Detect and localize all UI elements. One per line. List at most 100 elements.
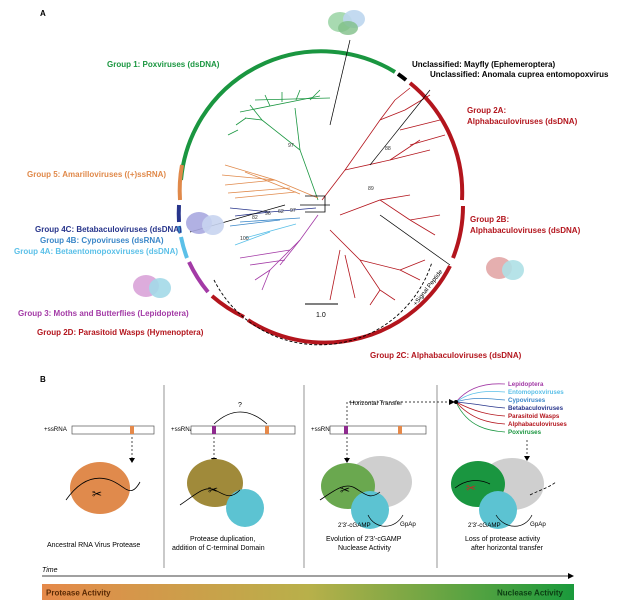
cgamp-curve bbox=[367, 514, 404, 527]
tree-group5 bbox=[221, 164, 319, 199]
signal-peptide-label: +Signal Peptide bbox=[412, 268, 445, 307]
legend-entomopoxviruses: Entomopoxviruses bbox=[508, 389, 564, 396]
arc-group1 bbox=[179, 49, 397, 181]
protein-structure-icon bbox=[186, 212, 224, 235]
caption-col2b: addition of C-terminal Domain bbox=[172, 545, 265, 552]
arrow-head bbox=[524, 456, 530, 461]
cgamp-label: 2'3'-cGAMP bbox=[468, 522, 501, 529]
tree-group2 bbox=[321, 87, 446, 306]
tree-group4b bbox=[229, 217, 301, 227]
caption-col1: Ancestral RNA Virus Protease bbox=[47, 542, 140, 549]
bootstrap-value: 97 bbox=[288, 143, 294, 149]
nuclease-domain bbox=[479, 491, 517, 529]
protein-structure-icon bbox=[486, 257, 524, 280]
tree-root bbox=[300, 195, 330, 213]
arrow-head bbox=[568, 573, 574, 579]
ssrna-label: +ssRNA bbox=[44, 426, 68, 433]
bootstrap-value: 89 bbox=[368, 186, 374, 192]
phylo-tree bbox=[221, 87, 446, 306]
label-group2c: Group 2C: Alphabaculoviruses (dsDNA) bbox=[370, 351, 522, 360]
genome-bar bbox=[71, 425, 155, 435]
rna-strand bbox=[454, 480, 491, 489]
bootstrap-value: 100 bbox=[240, 236, 249, 242]
protease-domain bbox=[130, 426, 134, 434]
gpap-label: GpAp bbox=[530, 521, 546, 528]
tree-group4a bbox=[234, 223, 297, 246]
label-group1: Group 1: Poxviruses (dsDNA) bbox=[107, 60, 220, 69]
label-group5: Group 5: Amarilloviruses ((+)ssRNA) bbox=[27, 170, 166, 179]
activity-gradient-bar bbox=[42, 584, 574, 600]
cgamp-curve bbox=[495, 514, 533, 527]
scissors-icon: ✂ bbox=[208, 483, 218, 497]
label-group4c: Group 4C: Betabaculoviruses (dsDNA) bbox=[35, 225, 182, 234]
scale-bar-label: 1.0 bbox=[316, 312, 326, 319]
time-label: Time bbox=[42, 567, 58, 574]
ssrna-label: +ssRNA bbox=[171, 426, 195, 433]
bootstrap-value: 96 bbox=[265, 211, 271, 217]
cgamp-label: 2'3'-cGAMP bbox=[338, 522, 371, 529]
label-unclassified-mayfly: Unclassified: Mayfly (Ephemeroptera) bbox=[412, 60, 555, 69]
protein-structure-icon bbox=[133, 275, 171, 298]
c-terminal-domain bbox=[226, 489, 264, 527]
scissors-icon: ✂ bbox=[466, 481, 476, 495]
duplicated-domain bbox=[344, 426, 348, 434]
ssrna-label: +ssRNA bbox=[311, 426, 335, 433]
protease-activity-label: Protease Activity bbox=[46, 589, 111, 598]
leader-lines bbox=[189, 39, 451, 266]
panel-a-label: A bbox=[40, 9, 46, 18]
caption-col3: Evolution of 2'3'-cGAMP bbox=[326, 536, 402, 543]
arc-group4b bbox=[177, 225, 182, 234]
arc-unclassified bbox=[396, 72, 408, 82]
legend-betabaculoviruses: Betabaculoviruses bbox=[508, 405, 564, 412]
protease-domain-blob bbox=[70, 462, 130, 514]
question-mark: ? bbox=[238, 402, 242, 409]
label-unclassified-anomala: Unclassified: Anomala cuprea entomopoxvi… bbox=[430, 70, 609, 79]
rna-strand bbox=[179, 488, 241, 506]
gpap-label: GpAp bbox=[400, 521, 416, 528]
scissors-icon: ✂ bbox=[340, 483, 350, 497]
arc-group3 bbox=[187, 261, 210, 294]
caption-col3b: Nuclease Activity bbox=[338, 545, 391, 552]
label-group3: Group 3: Moths and Butterflies (Lepidopt… bbox=[18, 309, 189, 318]
scissors-icon: ✂ bbox=[92, 487, 102, 501]
legend-cypoviruses: Cypoviruses bbox=[508, 397, 546, 404]
rna-strand bbox=[319, 485, 381, 501]
transfer-node bbox=[454, 400, 458, 404]
label-group2a: Group 2A: bbox=[467, 106, 506, 115]
nuclease-domain bbox=[351, 491, 389, 529]
panel-b-label: B bbox=[40, 375, 46, 384]
arc-group5 bbox=[177, 164, 184, 201]
label-group2b-sub: Alphabaculoviruses (dsDNA) bbox=[470, 226, 581, 235]
protease-domain bbox=[398, 426, 402, 434]
tree-group4c bbox=[229, 207, 317, 217]
legend-lepidoptera: Lepidoptera bbox=[508, 381, 544, 388]
arc-group2c bbox=[246, 265, 452, 345]
protein-structure-icon bbox=[328, 10, 365, 35]
arc-group2a bbox=[408, 81, 465, 201]
signal-peptide-arc bbox=[213, 261, 433, 346]
caption-col4: Loss of protease activity bbox=[465, 536, 541, 543]
lineage-fan bbox=[455, 383, 506, 433]
legend-parasitoid-wasps: Parasitoid Wasps bbox=[508, 413, 560, 420]
legend-alphabaculoviruses: Alphabaculoviruses bbox=[508, 421, 567, 428]
arc-group2b bbox=[451, 205, 465, 259]
protease-domain bbox=[265, 426, 269, 434]
label-group2a-sub: Alphabaculoviruses (dsDNA) bbox=[467, 117, 578, 126]
arrow-head bbox=[449, 399, 455, 405]
legend-poxviruses: Poxviruses bbox=[508, 429, 542, 436]
bootstrap-value: 97 bbox=[290, 208, 296, 214]
rna-strand bbox=[529, 481, 557, 496]
label-group2d: Group 2D: Parasitoid Wasps (Hymenoptera) bbox=[37, 328, 204, 337]
horizontal-transfer-label: Horizontal Transfer bbox=[350, 400, 402, 407]
rna-strand bbox=[65, 477, 141, 501]
genome-bar bbox=[329, 425, 427, 435]
duplicated-domain bbox=[212, 426, 216, 434]
tree-group3 bbox=[239, 214, 319, 291]
bootstrap-value: 82 bbox=[252, 215, 258, 221]
nuclease-activity-label: Nuclease Activity bbox=[497, 589, 564, 598]
arrow-head bbox=[129, 458, 135, 463]
label-group2b: Group 2B: bbox=[470, 215, 509, 224]
caption-col4b: after horizontal transfer bbox=[471, 545, 544, 552]
genome-bar bbox=[190, 425, 296, 435]
